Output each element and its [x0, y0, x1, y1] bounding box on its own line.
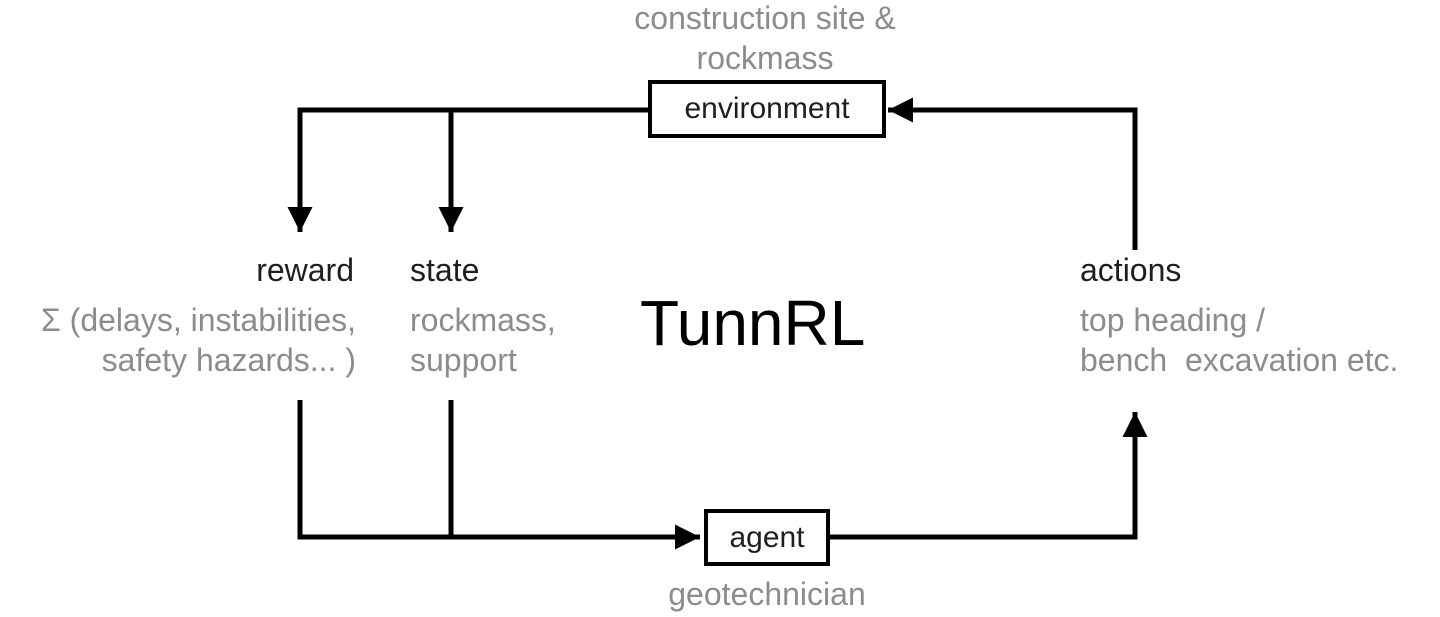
- environment-node: environment: [648, 80, 886, 138]
- env-to-reward-connector: [287, 107, 650, 232]
- agent-description: geotechnician: [668, 576, 866, 612]
- environment-label: environment: [684, 92, 850, 125]
- actions-to-env-connector: [888, 97, 1138, 250]
- reward-description-line: safety hazards... ): [101, 342, 356, 378]
- environment-description-line: rockmass: [696, 40, 834, 76]
- reward-description: Σ (delays, instabilities, safety hazards…: [41, 300, 356, 380]
- actions-description-line: top heading /: [1080, 302, 1266, 338]
- diagram-title: TunnRL: [640, 287, 866, 359]
- actions-description: top heading / bench excavation etc.: [1080, 300, 1398, 380]
- state-description: rockmass, support: [410, 300, 556, 380]
- environment-description-line: construction site &: [634, 0, 896, 36]
- state-description-line: rockmass,: [410, 302, 556, 338]
- agent-node: agent: [704, 509, 830, 566]
- state-description-line: support: [410, 342, 517, 378]
- agent-to-actions-connector: [828, 412, 1148, 540]
- reward-to-agent-connector: [297, 400, 700, 550]
- environment-description: construction site & rockmass: [560, 0, 970, 78]
- reward-label: reward: [256, 252, 354, 288]
- state-label: state: [410, 252, 480, 288]
- agent-label: agent: [729, 520, 805, 554]
- actions-label: actions: [1080, 252, 1182, 288]
- actions-description-line: bench excavation etc.: [1080, 342, 1399, 378]
- reward-description-line: Σ (delays, instabilities,: [40, 302, 356, 338]
